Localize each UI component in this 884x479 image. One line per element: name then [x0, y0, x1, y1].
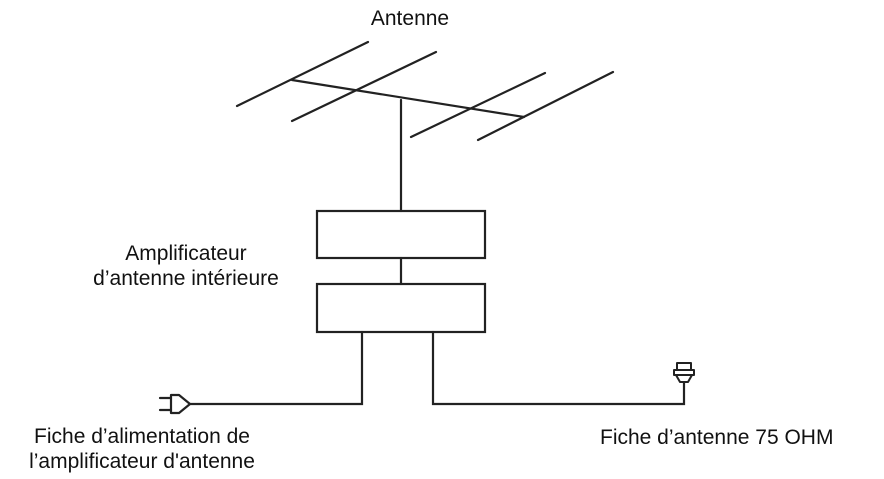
- antenna-label: Antenne: [370, 7, 450, 30]
- antenna-element-4: [476, 70, 615, 142]
- amplifier-upper-box: [315, 209, 487, 260]
- amplifier-label-line-1: Amplificateur: [125, 242, 247, 265]
- power-plug-label-line-2: l’amplificateur d'antenne: [29, 450, 255, 473]
- power-cable: [185, 330, 364, 406]
- antenna-element-1: [235, 40, 370, 108]
- antenna: [235, 40, 615, 213]
- indoor-amplifier: [315, 209, 487, 334]
- power-plug-label: Fiche d’alimentation de l’amplificateur …: [2, 424, 282, 474]
- antenna-element-3: [409, 71, 547, 139]
- amplifier-lower-box: [315, 282, 487, 334]
- antenna-plug-label: Fiche d’antenne 75 OHM: [600, 426, 834, 449]
- antenna-boom: [290, 78, 526, 119]
- amplifier-label: Amplificateur d’antenne intérieure: [70, 241, 302, 291]
- antenna-cable: [431, 330, 686, 406]
- power-plug-icon: [158, 393, 192, 415]
- coax-connector-icon: [673, 362, 695, 383]
- antenna-element-2: [290, 50, 438, 123]
- amplifier-label-line-2: d’antenne intérieure: [93, 267, 279, 290]
- power-plug-label-line-1: Fiche d’alimentation de: [34, 425, 250, 448]
